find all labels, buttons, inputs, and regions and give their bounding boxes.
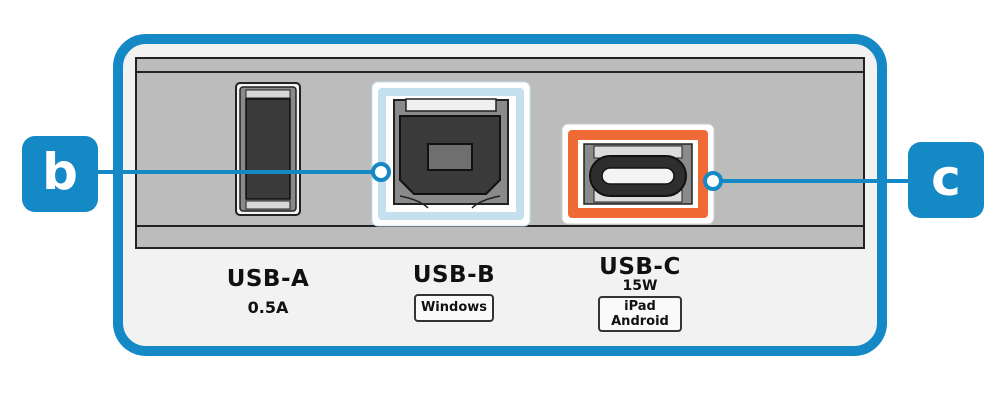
usb-b-label: USB-B xyxy=(412,262,496,288)
usb-a-rating: 0.5A xyxy=(247,298,289,317)
usb-b-os-badge: Windows xyxy=(414,294,494,322)
usb-a-label: USB-A xyxy=(226,266,310,292)
usb-c-label: USB-C xyxy=(599,254,681,280)
callout-c-dot xyxy=(703,171,723,191)
usb-c-badge-line2: Android xyxy=(611,314,669,329)
callout-b-dot xyxy=(371,162,391,182)
usb-c-badge-line1: iPad xyxy=(624,299,656,314)
usb-c-rating: 15W xyxy=(622,278,658,294)
callout-c: c xyxy=(908,142,984,218)
usb-c-port xyxy=(561,123,715,225)
usb-b-port xyxy=(371,81,531,227)
callout-b: b xyxy=(22,136,98,212)
usb-c-os-badge: iPad Android xyxy=(598,296,682,332)
usb-a-port xyxy=(235,82,301,216)
